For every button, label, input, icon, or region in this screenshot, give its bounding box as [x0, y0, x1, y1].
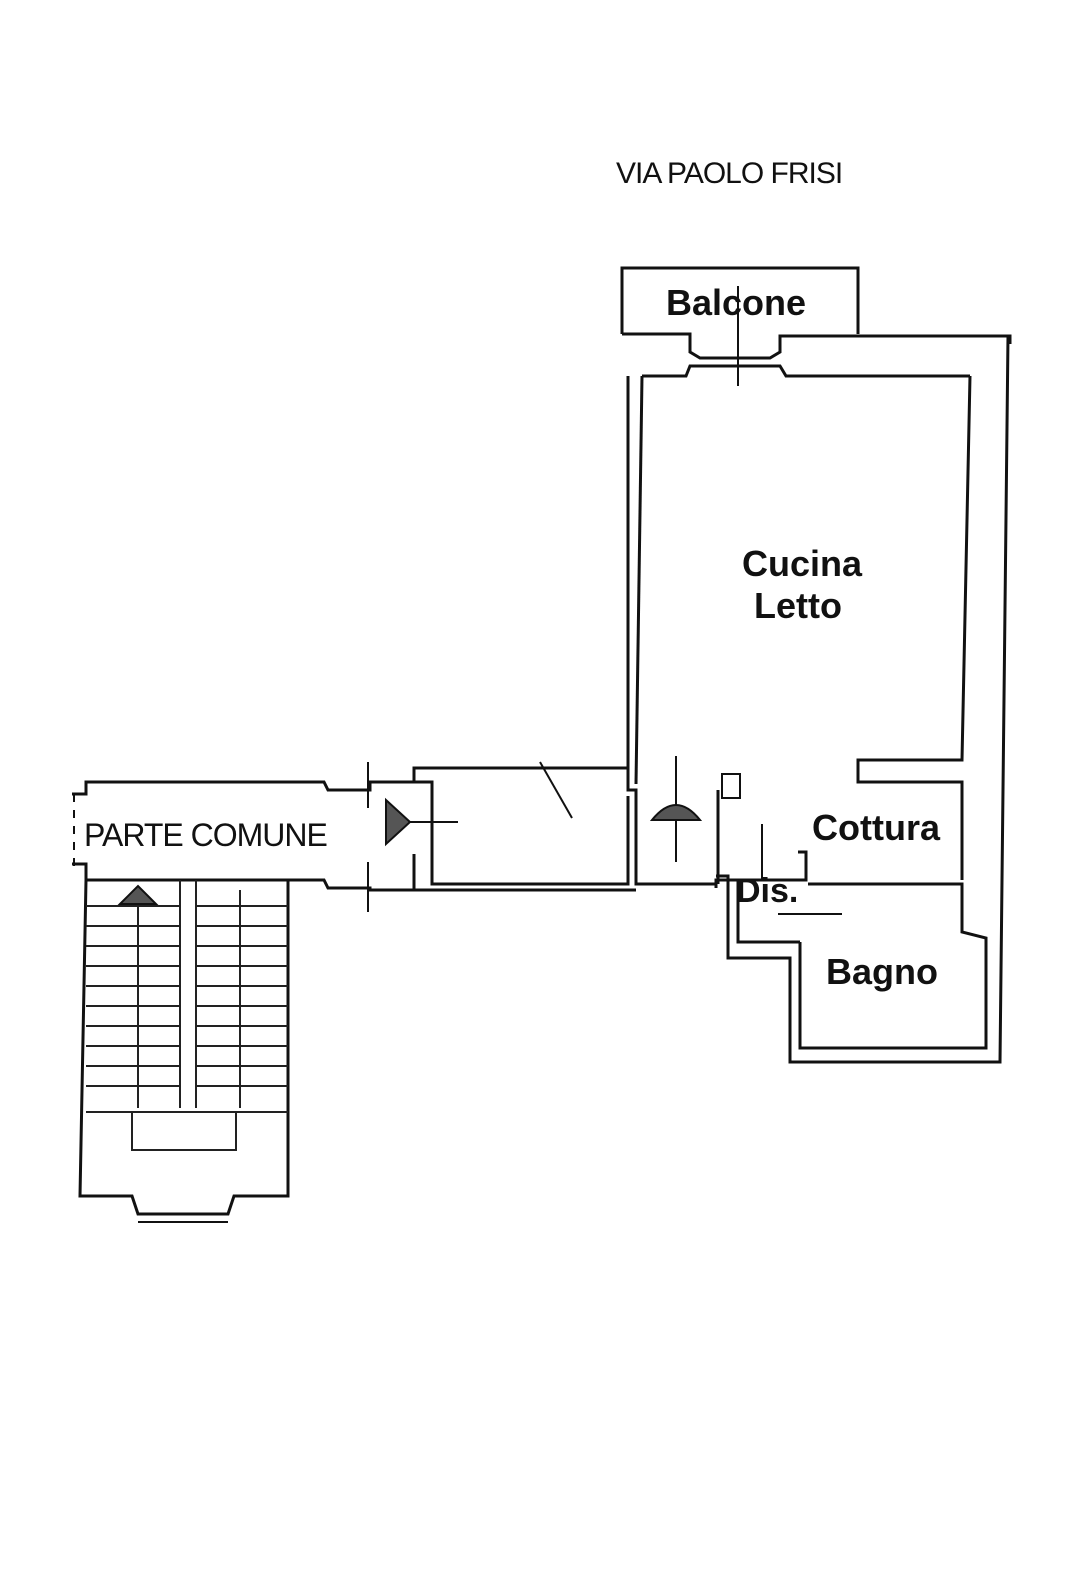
common-area — [72, 762, 458, 912]
room-label-dis: Dis. — [736, 872, 798, 910]
room-label-balcone: Balcone — [666, 282, 806, 323]
service-partitions — [714, 773, 988, 1050]
room-label-cottura: Cottura — [812, 807, 941, 848]
room-label-bagno: Bagno — [826, 951, 938, 992]
main-room-walls — [626, 335, 1010, 1064]
corridor — [412, 756, 720, 892]
room-label-parte-comune: PARTE COMUNE — [84, 817, 327, 853]
room-label-letto: Letto — [754, 585, 842, 626]
staircase — [78, 879, 290, 1223]
room-label-cucina: Cucina — [742, 543, 863, 584]
balcony — [620, 266, 1012, 386]
street-label: VIA PAOLO FRISI — [616, 157, 842, 190]
